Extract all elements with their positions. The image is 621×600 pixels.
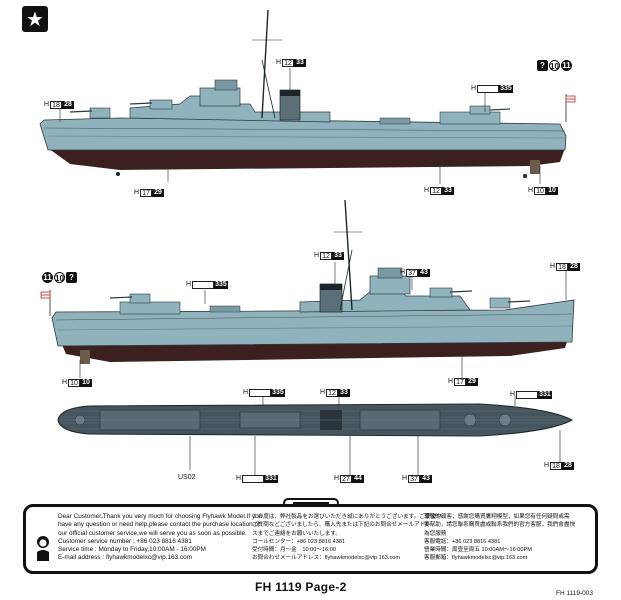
question-marker: ? xyxy=(66,272,77,283)
us02-label: US02 xyxy=(178,474,196,481)
flag-markers-right: ? 10 11 xyxy=(537,60,572,71)
ship-plan-view xyxy=(57,403,574,437)
question-marker: ? xyxy=(537,60,548,71)
leader-lines xyxy=(59,68,567,476)
flag-markers-left: 11 10 ? xyxy=(42,272,77,283)
ship-profile-port xyxy=(40,199,575,364)
customer-service-box: Dear Customer,Thank you very much for ch… xyxy=(23,504,598,574)
customer-service-girl-icon xyxy=(37,536,49,561)
marker-11: 11 xyxy=(42,272,53,283)
marker-10: 10 xyxy=(549,60,560,71)
marker-10: 10 xyxy=(54,272,65,283)
info-english: Dear Customer,Thank you very much for ch… xyxy=(58,513,263,562)
marker-11: 11 xyxy=(561,60,572,71)
ship-illustrations xyxy=(39,9,576,476)
ship-profile-starboard xyxy=(39,9,576,178)
page-code: FH 1119-003 xyxy=(556,590,593,597)
info-japanese: この度は、弊社製品をお選びいただき誠にありがとうございます。ご要望や ご質問など… xyxy=(252,514,442,562)
page-title: FH 1119 Page-2 xyxy=(255,580,347,594)
info-chinese: 尊敬的顧客，感謝您購買鷹翔模型，如果您有任何疑問或需 要幫助，請您聯系購買處或聯… xyxy=(424,514,576,562)
star-icon: ★ xyxy=(22,6,48,32)
